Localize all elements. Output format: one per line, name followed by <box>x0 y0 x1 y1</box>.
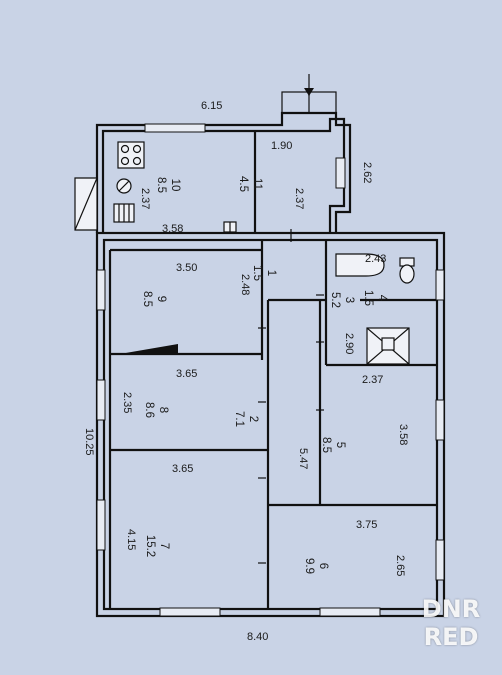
dim-kitchen-width: 3.58 <box>162 223 183 235</box>
dim-room6-height: 2.65 <box>394 555 406 576</box>
dim-room3-width: 2.43 <box>365 253 386 265</box>
dim-room6-width: 3.75 <box>356 519 377 531</box>
svg-text:2: 2 <box>247 416 259 422</box>
dim-room5-height: 3.58 <box>397 424 409 445</box>
radiator-icon <box>113 203 135 223</box>
svg-text:8: 8 <box>157 407 169 413</box>
svg-text:4.5: 4.5 <box>237 176 249 192</box>
stair-marker <box>120 344 178 354</box>
dim-room8-height: 2.35 <box>121 392 133 413</box>
dim-corridor-length: 5.47 <box>297 448 309 469</box>
toilet-icon <box>399 257 415 284</box>
svg-text:1.5: 1.5 <box>251 265 263 281</box>
svg-text:8.6: 8.6 <box>143 402 155 418</box>
dim-room8-width: 3.65 <box>176 368 197 380</box>
svg-text:9.9: 9.9 <box>303 558 315 574</box>
svg-text:8.5: 8.5 <box>320 437 332 453</box>
dim-room9-width: 3.50 <box>176 262 197 274</box>
windows <box>96 123 445 617</box>
dim-bath-height: 2.37 <box>293 188 305 209</box>
svg-text:11: 11 <box>251 178 263 190</box>
porch <box>74 177 98 231</box>
svg-text:8.5: 8.5 <box>155 177 167 193</box>
boiler-icon <box>116 178 132 194</box>
dim-room9-height: 2.48 <box>239 274 251 295</box>
dim-left-height: 10.25 <box>83 428 95 456</box>
room-label-3: 3 5.2 <box>329 292 355 308</box>
room-label-7: 7 15.2 <box>144 535 170 557</box>
svg-text:9: 9 <box>155 296 167 302</box>
room-label-11: 11 4.5 <box>237 176 263 192</box>
bathtub-icon <box>335 253 385 277</box>
dim-kitchen-height: 2.37 <box>139 188 151 209</box>
svg-text:5.2: 5.2 <box>329 292 341 308</box>
svg-text:4: 4 <box>376 295 388 302</box>
room-label-6: 6 9.9 <box>303 558 329 574</box>
svg-text:8.5: 8.5 <box>141 291 153 307</box>
room-label-9: 9 8.5 <box>141 291 167 307</box>
svg-text:7.1: 7.1 <box>233 411 245 427</box>
watermark-line1: DNR <box>421 595 481 623</box>
svg-text:1: 1 <box>265 270 277 276</box>
svg-text:6: 6 <box>317 563 329 569</box>
room-label-5: 5 8.5 <box>320 437 346 453</box>
room-label-8: 8 8.6 <box>143 402 169 418</box>
room-label-2: 2 7.1 <box>233 411 259 427</box>
watermark-line2: RED <box>423 623 479 651</box>
svg-text:10: 10 <box>169 179 181 192</box>
dim-bottom-width: 8.40 <box>247 631 268 643</box>
dim-bath-width: 1.90 <box>271 140 292 152</box>
svg-text:1.5: 1.5 <box>362 290 374 306</box>
dim-annex-height: 2.62 <box>361 162 373 183</box>
dim-room3-height: 2.90 <box>343 333 355 354</box>
svg-text:7: 7 <box>158 543 170 549</box>
room-label-10: 10 8.5 <box>155 177 181 193</box>
vent-stack <box>281 74 337 114</box>
dim-room7-width: 3.65 <box>172 463 193 475</box>
svg-text:15.2: 15.2 <box>144 535 156 557</box>
svg-text:5: 5 <box>334 442 346 448</box>
room-label-1: 1 1.5 <box>251 265 277 281</box>
interior-walls <box>108 131 437 608</box>
door-markers <box>258 229 324 564</box>
sink-icon <box>223 221 237 233</box>
watermark-logo: DNR RED <box>412 590 490 656</box>
stove-icon <box>117 141 145 169</box>
shower-cabin-icon <box>366 327 410 365</box>
room-label-4: 4 1.5 <box>362 290 388 306</box>
dim-room5-width: 2.37 <box>362 374 383 386</box>
svg-text:3: 3 <box>343 297 355 303</box>
dim-top-width: 6.15 <box>201 100 222 112</box>
dim-room7-height: 4.15 <box>125 529 137 550</box>
